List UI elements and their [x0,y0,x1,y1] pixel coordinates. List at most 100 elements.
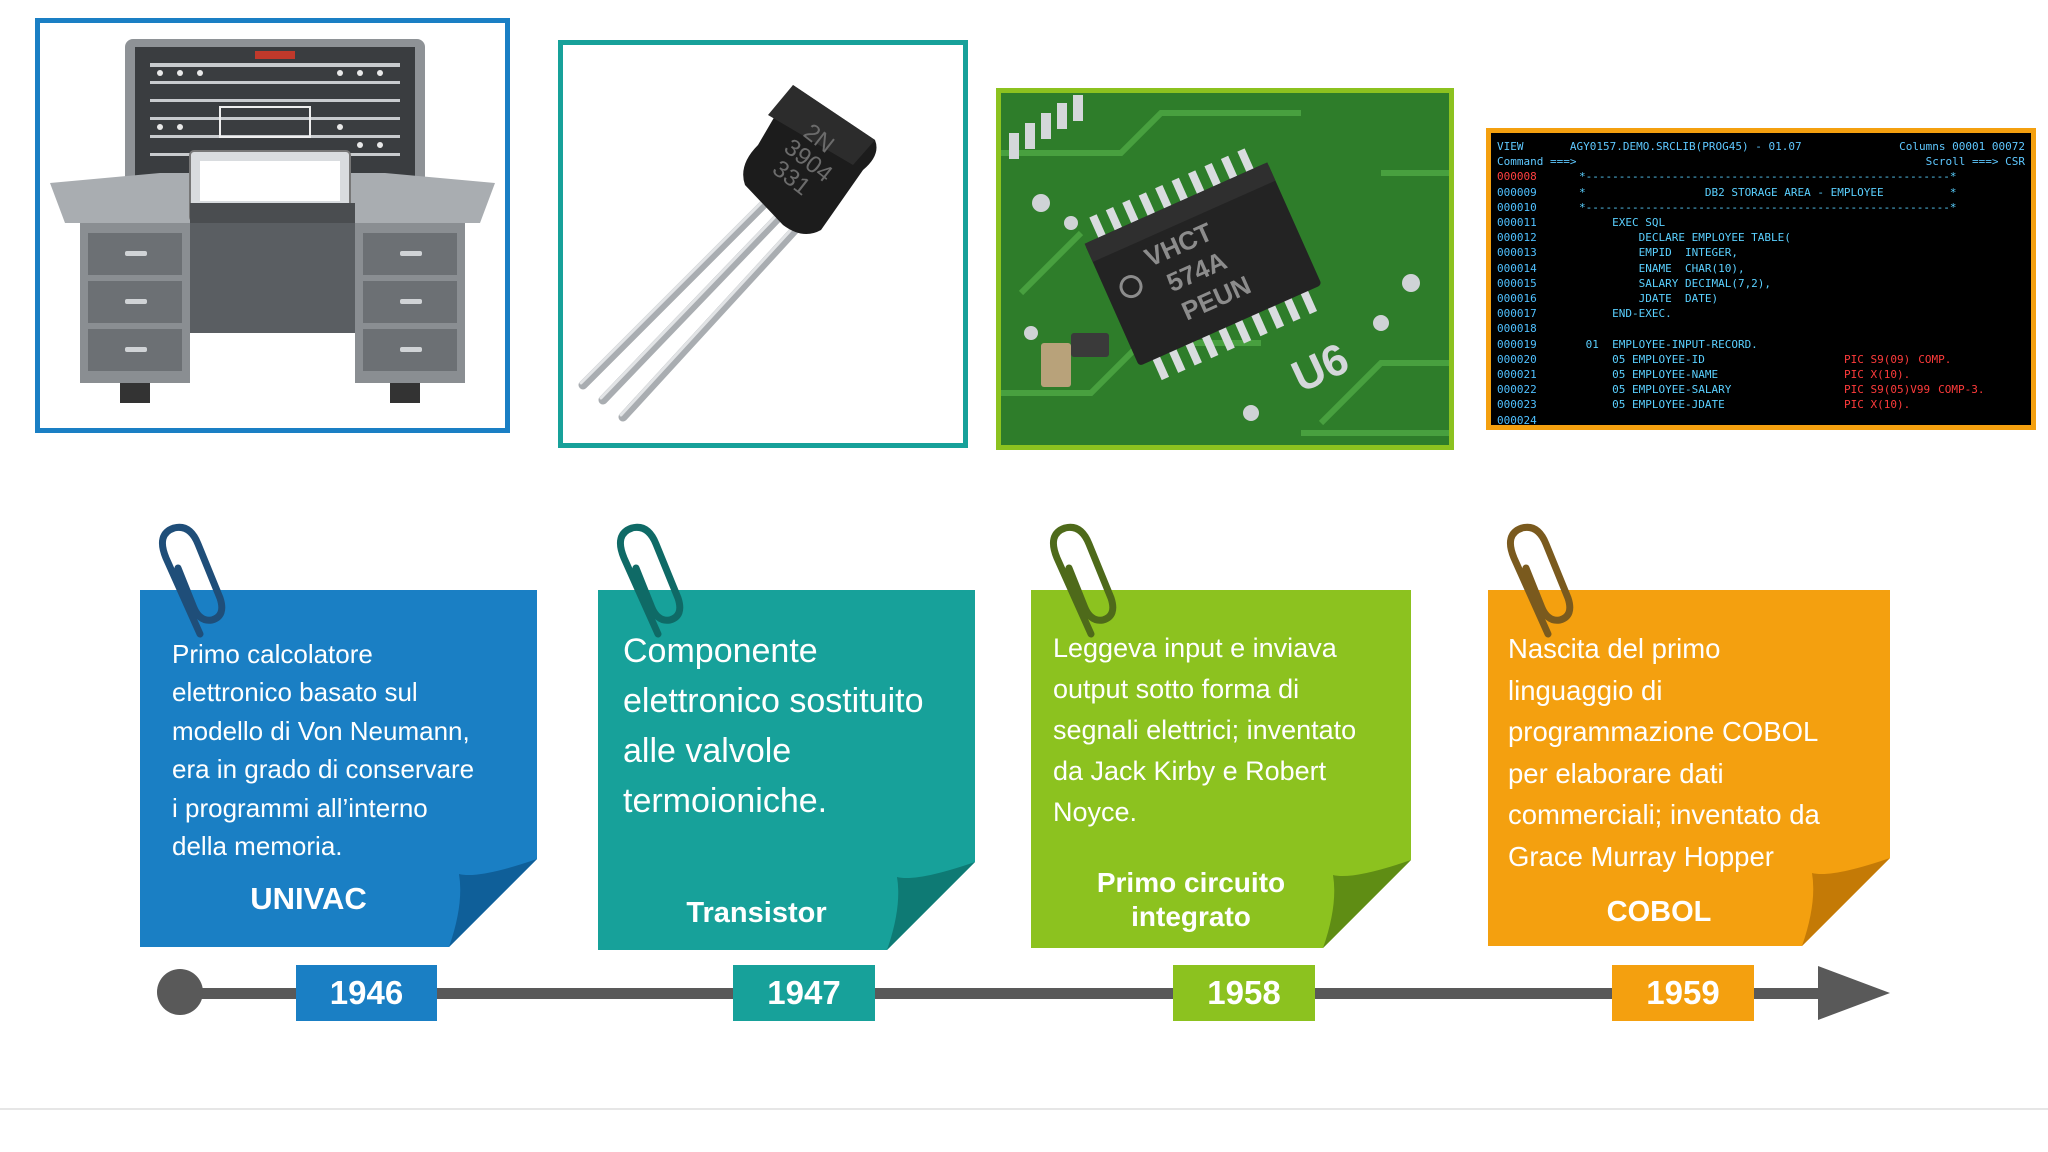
paperclip-icon [616,523,684,638]
terminal-command: Command ===> [1497,155,1577,169]
card-description-line: commerciali; inventato da [1508,799,1820,830]
terminal-code-line: 000012 DECLARE EMPLOYEE TABLE( [1497,230,2025,245]
terminal-code-line: 000017 END-EXEC. [1497,306,2025,321]
line-pic: PIC X(10). [1844,368,1911,382]
line-pic: PIC S9(09) [1844,352,1911,366]
terminal-code-line: 000016 JDATE DATE) [1497,291,2025,306]
year-label: 1947 [733,965,875,1021]
card-description-line: segnali elettrici; inventato [1053,715,1357,745]
line-pic: PIC X(10). [1844,398,1911,412]
card-background [140,590,537,947]
line-number: 000009 [1497,185,1537,199]
card-description-line: linguaggio di [1508,674,1663,706]
card-description-line: programmazione COBOL [1508,716,1819,747]
footer-divider [0,1108,2048,1110]
card-description-line: elettronico basato sul [172,677,418,708]
line-code [1579,413,1809,428]
line-code [1579,321,1809,336]
card-title: COBOL [1488,895,1830,930]
line-code: 05 EMPLOYEE-JDATE [1579,398,1725,412]
card-description-line: Leggeva input e inviava [1053,633,1337,663]
card-description-line: alle valvole [623,732,792,770]
line-code: * DB2 STORAGE AREA - EMPLOYEE * [1579,185,1957,199]
card-description-line: era in grado di conservare [172,754,475,785]
line-code: 01 EMPLOYEE-INPUT-RECORD. [1579,337,1758,351]
card-description-line: Componente [623,632,818,670]
year-label: 1946 [296,965,437,1021]
line-number: 000016 [1497,292,1537,306]
line-number: 000018 [1497,322,1537,336]
terminal-code-line: 000024 [1497,413,2025,428]
card-description-line: della memoria. [172,831,343,862]
terminal-scroll: Scroll ===> CSR [1925,155,2025,169]
paperclip-icon [1049,523,1117,638]
univac-photo [35,18,510,433]
timeline-line [180,988,1820,999]
card-description-line: output sotto forma di [1053,674,1300,704]
timeline-card: Primo calcolatore elettronico basato sul m… [140,590,537,947]
line-code: DECLARE EMPLOYEE TABLE( [1579,231,1791,245]
timeline-card: Leggeva input e inviava output sotto form… [1031,590,1411,948]
terminal-code-line: 000020 05 EMPLOYEE-ID PIC S9(09) COMP. [1497,352,2025,367]
timeline-start-dot [157,969,203,1015]
paperclip-icon [158,523,226,638]
paperclip-icon [1506,523,1574,638]
card-background [1031,590,1411,948]
line-code: *---------------------------------------… [1579,170,1957,184]
card-title-line: UNIVAC [250,881,367,916]
terminal-code-line: 000023 05 EMPLOYEE-JDATE PIC X(10). [1497,397,2025,412]
line-number: 000013 [1497,246,1537,260]
card-title-line: Transistor [686,897,827,929]
card-description-line: da Jack Kirby e Robert [1053,756,1327,786]
card-title: UNIVAC [140,880,477,917]
card-title-line: integrato [1131,901,1251,932]
line-extra: COMP-3. [1938,383,1985,397]
circuit-illustration: VHCT 574A PEUN U6 [1001,93,1449,445]
line-code: 05 EMPLOYEE-NAME [1579,368,1719,382]
card-description-line: Primo calcolatore [172,639,373,669]
line-number: 000024 [1497,413,1537,427]
line-number: 000023 [1497,398,1537,412]
line-number: 000019 [1497,337,1537,351]
line-code: *---------------------------------------… [1579,200,1957,214]
terminal-code-line: 000015 SALARY DECIMAL(7,2), [1497,276,2025,291]
line-number: 000021 [1497,368,1537,382]
line-code: EMPID INTEGER, [1579,246,1738,260]
cobol-terminal-photo: VIEW AGY0157.DEMO.SRCLIB(PROG45) - 01.07… [1486,128,2036,430]
terminal-code-line: 000014 ENAME CHAR(10), [1497,261,2025,276]
line-code: JDATE DATE) [1579,292,1719,306]
line-code: 05 EMPLOYEE-ID [1579,352,1705,366]
line-code: ENAME CHAR(10), [1579,261,1745,275]
card-description-line: modello di Von Neumann, [172,715,470,746]
line-extra: COMP. [1918,352,1952,366]
line-code: EXEC SQL [1579,216,1666,230]
terminal-code: 000008*---------------------------------… [1497,169,2025,427]
terminal-columns: Columns 00001 00072 [1899,140,2025,153]
line-number: 000012 [1497,231,1537,245]
circuit-photo: VHCT 574A PEUN U6 [996,88,1454,450]
line-number: 000010 [1497,200,1537,214]
card-title-line: COBOL [1606,896,1712,928]
terminal-code-line: 000019 01 EMPLOYEE-INPUT-RECORD. [1497,337,2025,352]
card-background [1488,590,1890,946]
year-label: 1958 [1173,965,1315,1021]
card-description-line: per elaborare dati [1508,757,1724,789]
card-description: Leggeva input e inviava output sotto form… [1053,628,1356,833]
card-description-line: Noyce. [1053,797,1138,827]
card-description-line: Grace Murray Hopper [1508,840,1774,872]
line-number: 000022 [1497,383,1537,397]
terminal-header: VIEW AGY0157.DEMO.SRCLIB(PROG45) - 01.07 [1497,140,1802,153]
terminal-code-line: 000021 05 EMPLOYEE-NAME PIC X(10). [1497,367,2025,382]
line-number: 000014 [1497,261,1537,275]
transistor-illustration: 2N 3904 331 [578,85,877,422]
univac-illustration [50,39,495,403]
line-code: END-EXEC. [1579,307,1672,321]
card-title-line: Primo circuito [1096,867,1286,898]
line-number: 000015 [1497,276,1537,290]
line-number: 000020 [1497,352,1537,366]
